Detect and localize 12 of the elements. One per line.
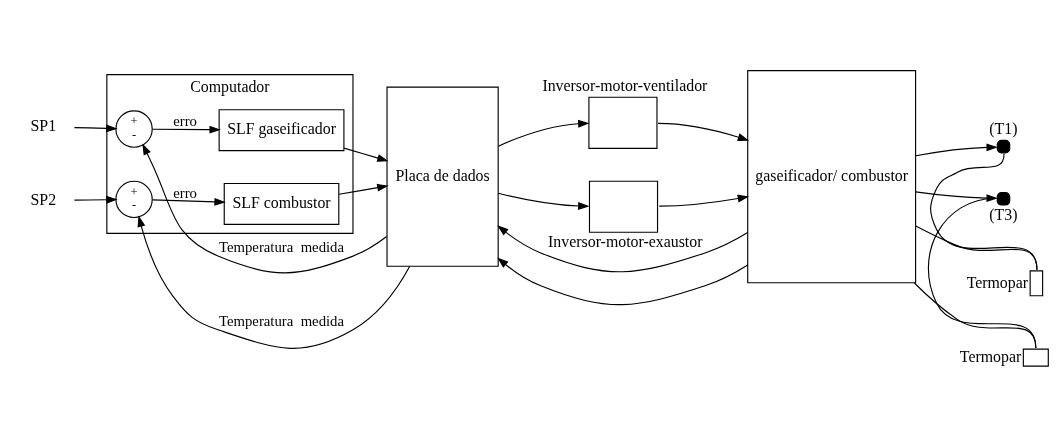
node-label: Termopar bbox=[966, 273, 1029, 291]
node-label: (T1) bbox=[989, 119, 1018, 137]
node-label: Termopar bbox=[959, 347, 1022, 365]
edge-label: Temperatura medida bbox=[219, 312, 345, 329]
edge-label: Temperatura medida bbox=[219, 239, 345, 256]
node-text: SP2 bbox=[30, 190, 57, 208]
node-label: (T3) bbox=[989, 206, 1018, 224]
node-label: Inversor-motor-exaustor bbox=[548, 233, 703, 251]
edge-label: erro bbox=[173, 113, 197, 130]
node-text: SP1 bbox=[30, 116, 57, 134]
edge-label: erro bbox=[173, 184, 197, 201]
node-label: Inversor-motor-ventilador bbox=[542, 76, 708, 94]
